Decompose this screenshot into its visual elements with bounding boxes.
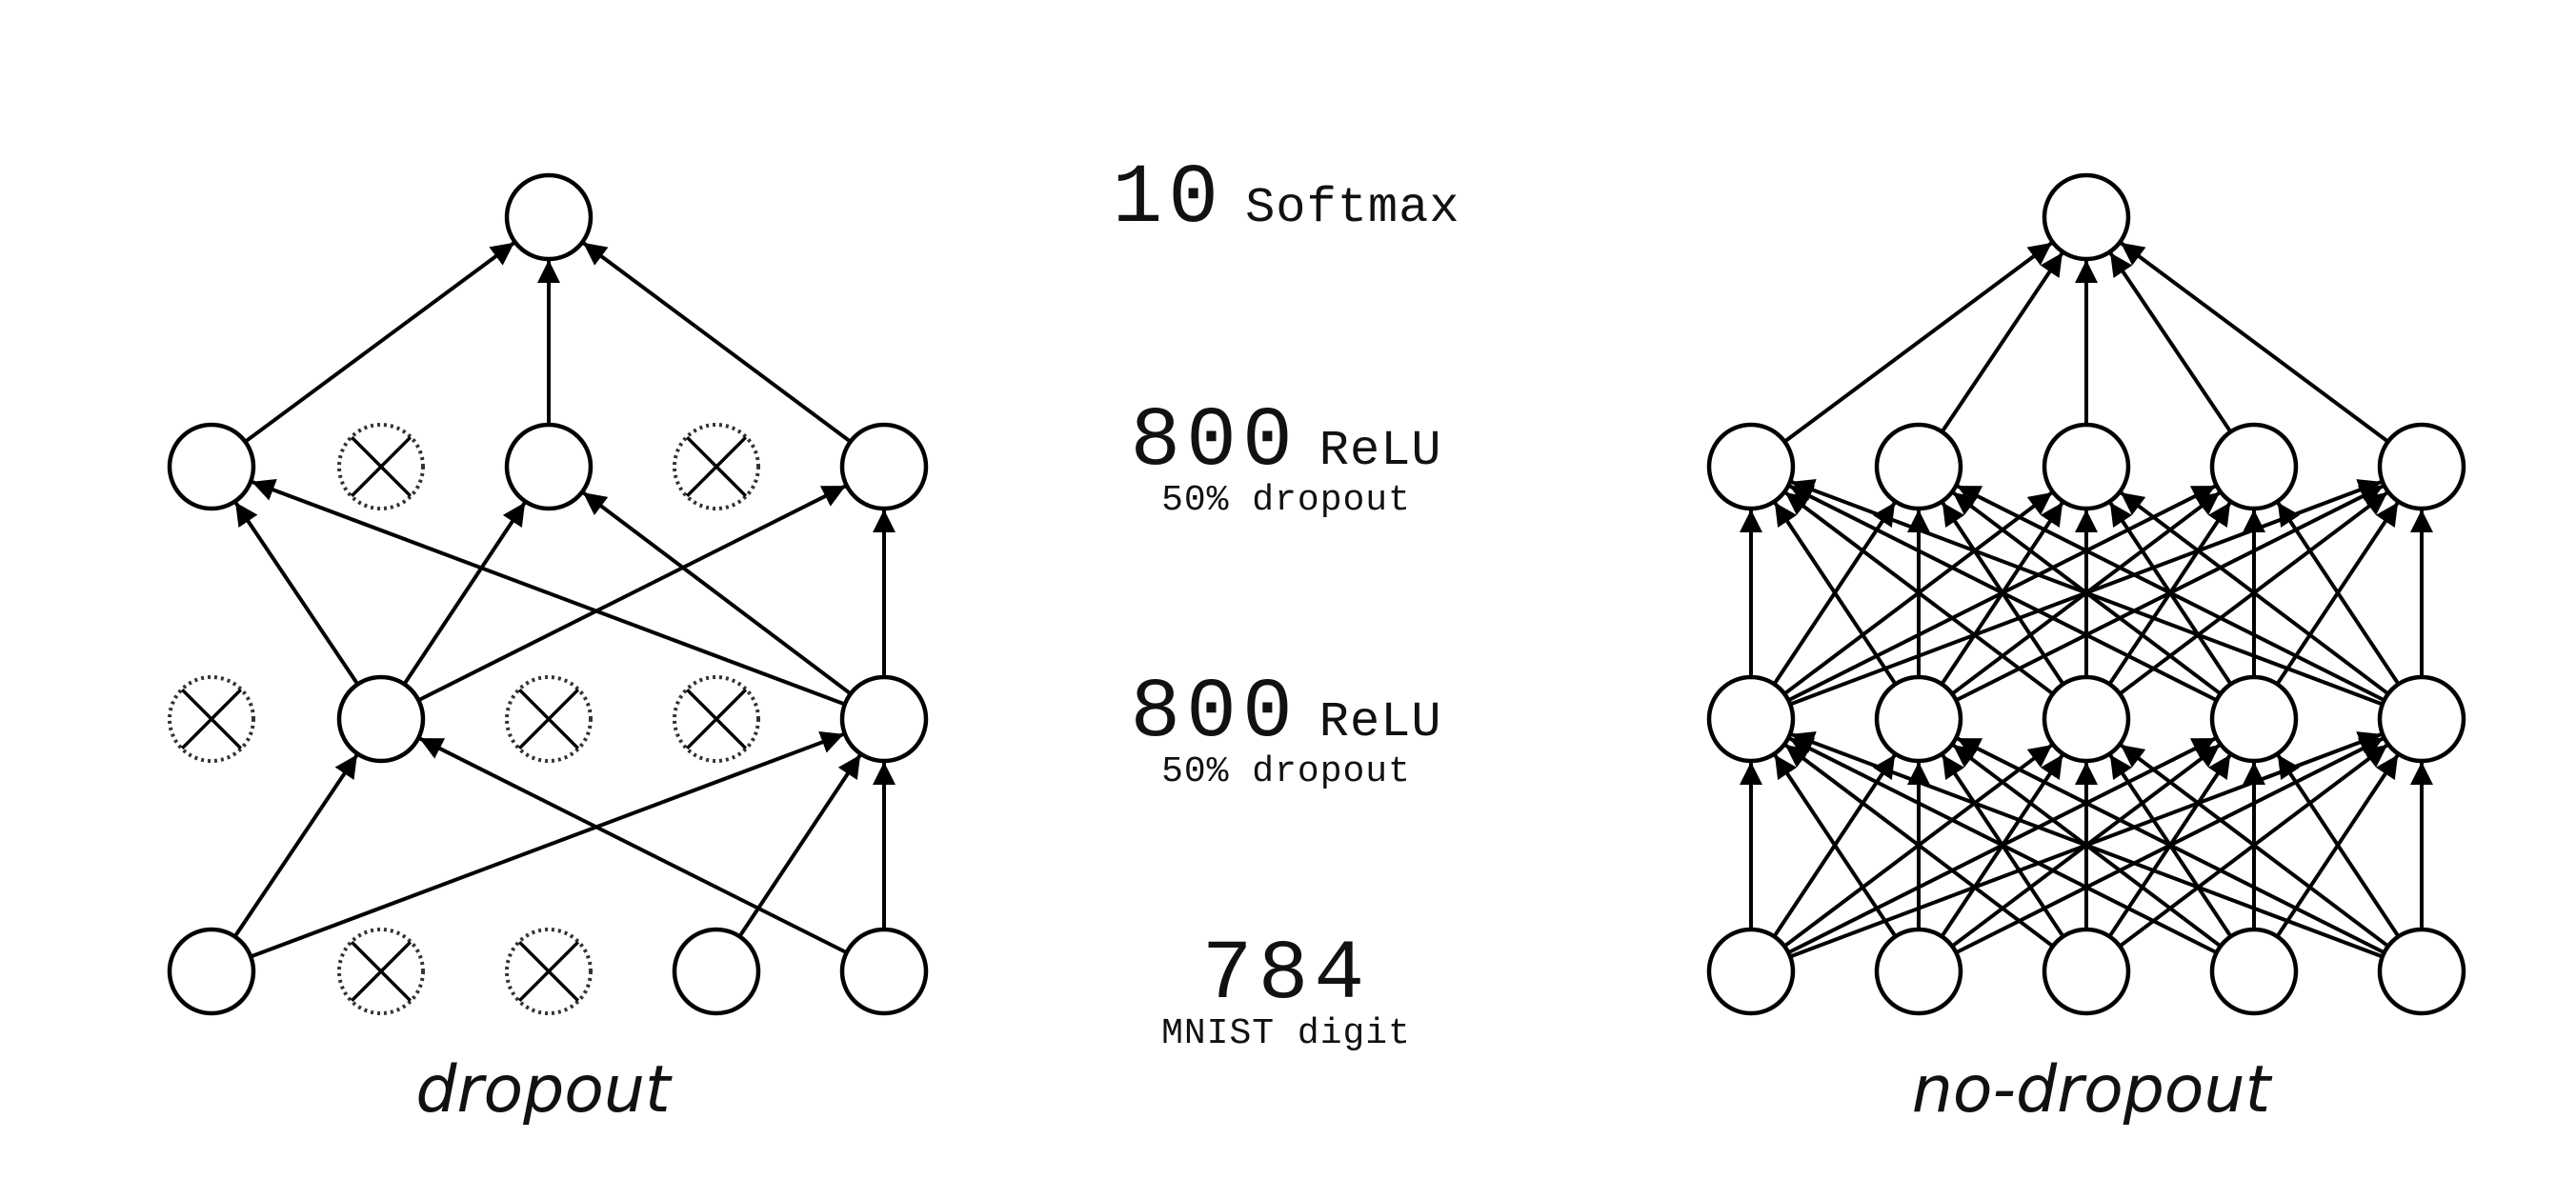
connection-arrow (417, 484, 847, 703)
layer-note: 50% dropout (1161, 751, 1411, 792)
layer-units: 784 (1201, 929, 1371, 1023)
layer-activation: ReLU (1318, 423, 1442, 479)
hidden2-neuron (2209, 422, 2299, 511)
connection-arrow (1773, 753, 1898, 938)
input-neuron (1874, 927, 1963, 1016)
connection-arrow (2119, 743, 2390, 949)
hidden2-neuron (839, 422, 929, 511)
input-neuron (2377, 927, 2466, 1016)
dropped-cross (350, 435, 413, 498)
connection-arrow (581, 241, 852, 444)
layer-units: 800 (1130, 395, 1298, 490)
input-neuron (839, 927, 929, 1016)
layer-label-output: 10 Softmax (953, 152, 1620, 247)
hidden2-neuron (1874, 422, 1963, 511)
no-dropout-caption: no-dropout (1911, 1052, 2271, 1128)
connection-arrow (418, 736, 848, 955)
layer-label-hidden-2: 800 ReLU 50% dropout (953, 395, 1620, 521)
connection-arrow (581, 490, 853, 696)
connection-arrow (233, 501, 360, 686)
dropped-cross (180, 688, 243, 750)
connection-arrow (402, 501, 527, 686)
connection-arrow (737, 753, 862, 938)
layer-activation: ReLU (1318, 694, 1442, 750)
input-neuron (2209, 927, 2299, 1016)
dropped-cross (685, 688, 748, 750)
connection-arrow (1788, 484, 2218, 703)
connection-arrow (2108, 251, 2233, 433)
output-neuron (2042, 172, 2131, 262)
layer-activation: Softmax (1245, 180, 1460, 236)
hidden2-neuron (167, 422, 256, 511)
input-neuron (672, 927, 761, 1016)
connection-arrow (232, 753, 359, 938)
layer-note: MNIST digit (1161, 1013, 1411, 1054)
dropped-cross (517, 688, 580, 750)
connection-arrow (2276, 753, 2401, 938)
dropout-caption: dropout (415, 1052, 671, 1128)
layer-label-hidden-1: 800 ReLU 50% dropout (953, 667, 1620, 792)
hidden1-neuron (2209, 674, 2299, 764)
connection-arrow (1790, 731, 2384, 959)
no-dropout-network (1706, 172, 2466, 1016)
hidden1-neuron (2377, 674, 2466, 764)
connection-arrow (2119, 490, 2390, 696)
hidden1-neuron (2042, 674, 2131, 764)
connection-arrow (2276, 501, 2401, 686)
connection-arrow (1790, 479, 2384, 707)
connection-arrow (1783, 743, 2055, 949)
output-neuron (504, 172, 594, 262)
hidden2-neuron (2042, 422, 2131, 511)
hidden1-neuron (336, 674, 426, 764)
dropped-cross (685, 435, 748, 498)
dropped-cross (350, 940, 413, 1003)
connection-arrow (1783, 241, 2054, 444)
layer-note: 50% dropout (1161, 480, 1411, 521)
connection-arrow (1773, 501, 1898, 686)
input-neuron (2042, 927, 2131, 1016)
hidden1-neuron (1706, 674, 1796, 764)
connection-arrow (250, 731, 845, 959)
dropout-network (167, 172, 929, 1016)
hidden2-neuron (1706, 422, 1796, 511)
hidden1-neuron (839, 674, 929, 764)
connection-arrow (1788, 736, 2218, 955)
connection-arrow (1783, 490, 2055, 696)
hidden1-neuron (1874, 674, 1963, 764)
layer-units: 10 (1112, 152, 1225, 247)
input-neuron (167, 927, 256, 1016)
layer-label-input: 784 MNIST digit (953, 929, 1620, 1054)
input-neuron (1706, 927, 1796, 1016)
connection-arrow (1940, 251, 2064, 433)
connection-arrow (1956, 484, 2385, 703)
layer-units: 800 (1130, 667, 1298, 761)
hidden2-neuron (2377, 422, 2466, 511)
connection-arrow (251, 479, 846, 707)
connection-arrow (244, 241, 516, 444)
connection-arrow (2119, 241, 2389, 444)
connection-arrow (1956, 736, 2385, 955)
hidden2-neuron (504, 422, 594, 511)
dropped-cross (517, 940, 580, 1003)
